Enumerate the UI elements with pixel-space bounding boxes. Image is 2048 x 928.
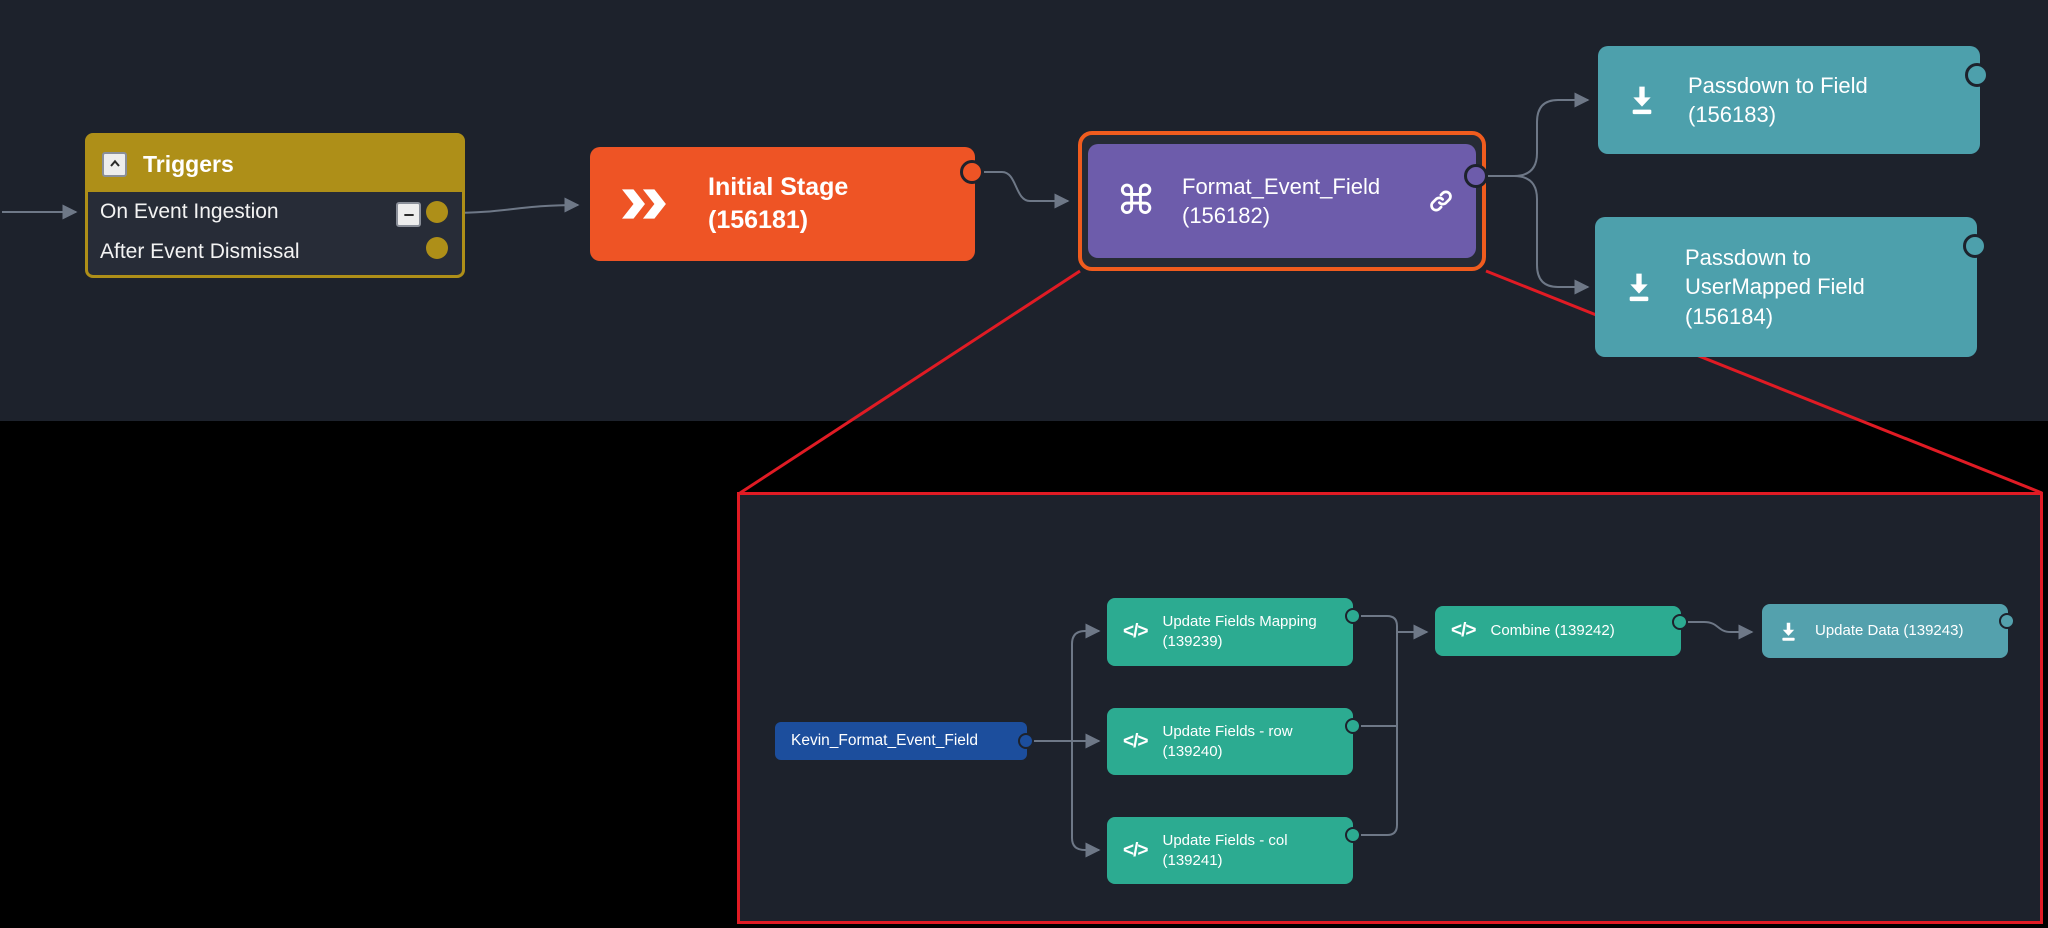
node-id: (139241) xyxy=(1162,851,1223,869)
chevron-up-icon xyxy=(109,159,120,167)
node-update-fields-mapping[interactable]: </> Update Fields Mapping (139239) xyxy=(1107,598,1353,666)
collapse-button[interactable] xyxy=(102,151,127,177)
node-passdown-to-usermapped[interactable]: Passdown to UserMapped Field (156184) xyxy=(1595,217,1977,357)
triggers-header: Triggers xyxy=(88,136,462,192)
node-title: Update Fields - row xyxy=(1162,722,1293,740)
port-update-data[interactable] xyxy=(1999,613,2015,629)
node-update-data[interactable]: Update Data (139243) xyxy=(1762,604,2008,658)
node-id: (139240) xyxy=(1162,742,1223,760)
node-id: (139239) xyxy=(1162,633,1223,650)
minus-icon xyxy=(403,213,414,216)
trigger-row-on-event-ingestion[interactable]: On Event Ingestion xyxy=(88,192,462,232)
port-combine[interactable] xyxy=(1672,614,1688,630)
command-icon: ⌘ xyxy=(1116,178,1156,224)
node-id: (156183) xyxy=(1688,102,1777,127)
code-icon: </> xyxy=(1123,730,1149,752)
code-icon: </> xyxy=(1123,839,1149,861)
remove-trigger-button[interactable] xyxy=(396,202,421,227)
node-update-fields-row[interactable]: </> Update Fields - row (139240) xyxy=(1107,708,1353,775)
trigger-port-dismissal[interactable] xyxy=(426,237,448,259)
port-update-fields-mapping[interactable] xyxy=(1345,608,1361,624)
node-update-fields-col[interactable]: </> Update Fields - col (139241) xyxy=(1107,817,1353,884)
node-title: Passdown to UserMapped Field xyxy=(1685,245,1865,300)
node-title: Update Data (139243) xyxy=(1815,622,1964,640)
node-title: Update Fields Mapping xyxy=(1162,613,1317,631)
trigger-label: On Event Ingestion xyxy=(100,200,279,223)
zoom-callout-box xyxy=(737,492,2043,924)
node-id: (156184) xyxy=(1685,303,1774,329)
download-icon xyxy=(1632,86,1652,115)
port-initial-stage[interactable] xyxy=(960,160,984,184)
trigger-port-ingestion[interactable] xyxy=(426,201,448,223)
node-combine[interactable]: </> Combine (139242) xyxy=(1435,606,1681,656)
node-title: Combine (139242) xyxy=(1490,622,1615,640)
node-id: (156181) xyxy=(708,206,809,234)
trigger-row-after-event-dismissal[interactable]: After Event Dismissal xyxy=(88,232,462,272)
node-initial-stage[interactable]: Initial Stage (156181) xyxy=(590,147,975,261)
code-icon: </> xyxy=(1123,621,1149,642)
stage-icon xyxy=(622,189,666,219)
node-format-event-field[interactable]: ⌘ Format_Event_Field (156182) xyxy=(1088,144,1476,258)
node-title: Update Fields - col xyxy=(1162,831,1288,849)
port-format-event-field[interactable] xyxy=(1464,164,1488,188)
port-update-fields-row[interactable] xyxy=(1345,718,1361,734)
port-kevin[interactable] xyxy=(1018,733,1034,749)
trigger-label: After Event Dismissal xyxy=(100,240,300,263)
triggers-title: Triggers xyxy=(143,150,234,177)
port-passdown-to-field[interactable] xyxy=(1965,63,1989,87)
node-id: (156182) xyxy=(1182,203,1271,228)
node-passdown-to-field[interactable]: Passdown to Field (156183) xyxy=(1598,46,1980,154)
download-icon xyxy=(1782,622,1795,641)
download-icon xyxy=(1629,273,1649,302)
code-icon: </> xyxy=(1451,620,1477,641)
port-update-fields-col[interactable] xyxy=(1345,827,1361,843)
link-icon[interactable] xyxy=(1428,188,1454,214)
node-title: Passdown to Field xyxy=(1688,72,1868,98)
port-passdown-to-usermapped[interactable] xyxy=(1963,234,1987,258)
node-kevin-format-event-field[interactable]: Kevin_Format_Event_Field xyxy=(775,722,1027,760)
node-triggers[interactable]: Triggers On Event Ingestion After Event … xyxy=(85,133,465,278)
node-title: Initial Stage xyxy=(708,173,849,201)
node-title: Format_Event_Field xyxy=(1182,173,1381,199)
node-title: Kevin_Format_Event_Field xyxy=(791,732,978,749)
